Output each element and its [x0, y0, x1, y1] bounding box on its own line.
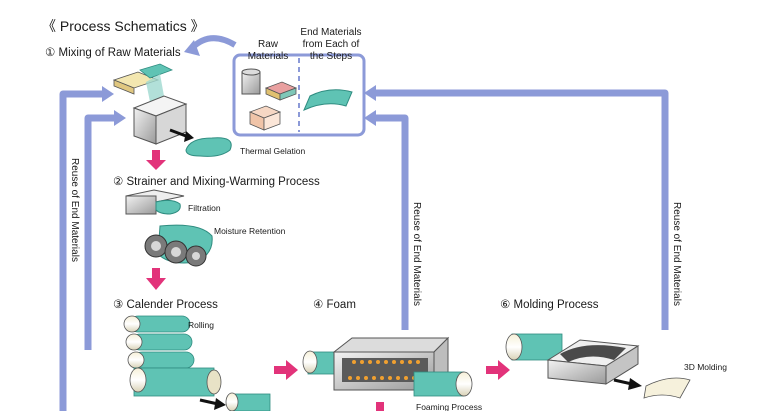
reuse-label-left: Reuse of End Materials	[69, 158, 80, 262]
reuse-label-right: Reuse of End Materials	[671, 202, 682, 306]
reuse-arrows	[59, 35, 669, 411]
moisture-retention-note: Moisture Retention	[214, 226, 286, 236]
flow-arrows	[146, 150, 510, 411]
mixing-machine	[112, 63, 232, 157]
end-materials-text: End Materials from Each of the Steps	[300, 27, 362, 62]
raw-materials-text: Raw Materials	[247, 39, 289, 62]
step-mixing-label: ① Mixing of Raw Materials	[45, 47, 181, 59]
thermal-gelation-note: Thermal Gelation	[240, 146, 306, 156]
reuse-arrowheads	[102, 40, 376, 126]
foaming-process-note: Foaming Process	[416, 402, 483, 411]
end-materials-label: End Materials from Each of the Steps	[294, 27, 368, 63]
strainer-machine	[125, 189, 213, 267]
step-strainer-label: ② Strainer and Mixing-Warming Process	[113, 176, 320, 188]
rolling-note: Rolling	[188, 320, 214, 330]
page-title: 《 Process Schematics 》	[42, 18, 205, 34]
molding-line	[505, 333, 691, 399]
step-molding-label: ⑥ Molding Process	[500, 299, 599, 311]
calender-rolls	[123, 315, 271, 411]
foam-line	[302, 336, 473, 397]
reuse-label-middle: Reuse of End Materials	[411, 202, 422, 306]
step-calender-label: ③ Calender Process	[113, 299, 218, 311]
step-foam-label: ④ Foam	[313, 299, 356, 311]
filtration-note: Filtration	[188, 203, 221, 213]
materials-frame	[232, 53, 366, 137]
molding-3d-note: 3D Molding	[684, 362, 727, 372]
raw-materials-label: Raw Materials	[243, 39, 293, 63]
